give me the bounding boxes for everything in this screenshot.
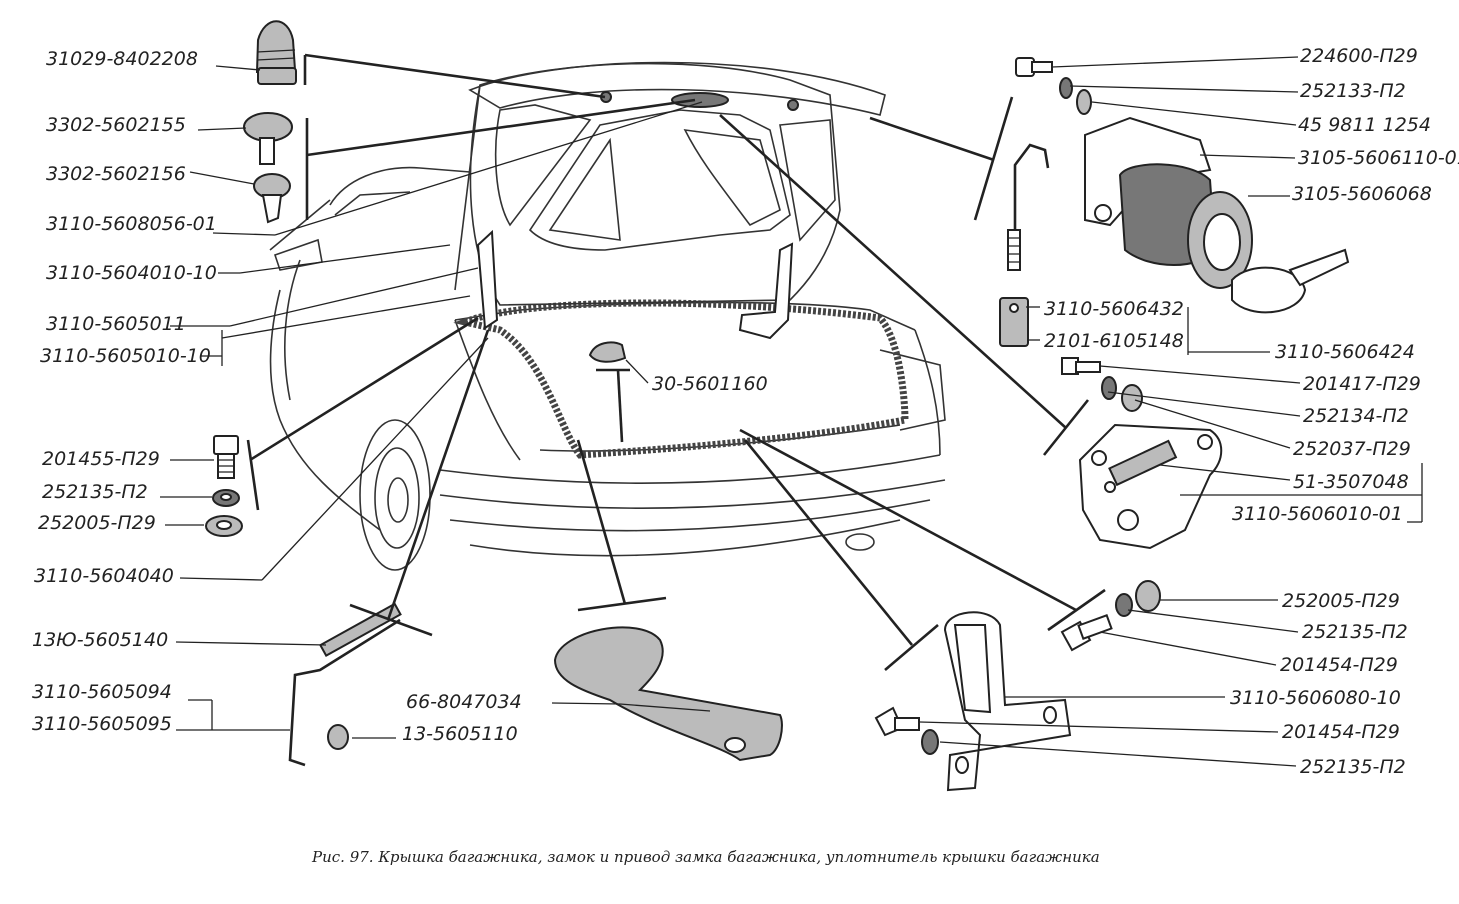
trunk-hinges	[476, 229, 794, 340]
label-3110-5605010-10: 3110-5605010-10	[40, 345, 211, 367]
label-3110-5608056-01: 3110-5608056-01	[46, 213, 217, 235]
label-31029-8402208: 31029-8402208	[46, 48, 198, 70]
washer-part-left	[212, 489, 240, 507]
label-252134-p2: 252134-П2	[1303, 405, 1409, 427]
label-201454-p29-1: 201454-П29	[1280, 654, 1398, 676]
label-3302-5602156: 3302-5602156	[46, 163, 186, 185]
handle-part	[553, 626, 783, 762]
screw-part-top	[1015, 57, 1053, 77]
label-3110-5605094: 3110-5605094	[32, 681, 172, 703]
striker-bolt-upper	[1060, 580, 1161, 652]
latch-part	[1078, 423, 1223, 550]
label-3110-5606010-01: 3110-5606010-01	[1232, 503, 1403, 525]
cap-part	[243, 112, 293, 165]
label-3110-5606432: 3110-5606432	[1044, 298, 1184, 320]
bolt-part-right	[1061, 357, 1143, 412]
washer-part-left-2	[205, 515, 243, 537]
label-3110-5606424: 3110-5606424	[1275, 341, 1415, 363]
label-45-9811-1254: 45 9811 1254	[1298, 114, 1431, 136]
label-3302-5602155: 3302-5602155	[46, 114, 186, 136]
label-252135-p2-right-1: 252135-П2	[1302, 621, 1408, 643]
part-labels: 31029-8402208 3302-5602155 3302-5602156 …	[32, 45, 1459, 778]
label-3105-5606110-01: 3105-5606110-01	[1298, 147, 1459, 169]
label-252037-p29: 252037-П29	[1293, 438, 1411, 460]
label-252135-p2-right-2: 252135-П2	[1300, 756, 1406, 778]
lock-cylinder-part	[1084, 116, 1350, 314]
label-252135-p2-left: 252135-П2	[42, 481, 148, 503]
label-3110-5604040: 3110-5604040	[34, 565, 174, 587]
label-224600-p29: 224600-П29	[1300, 45, 1418, 67]
grommet-part	[327, 724, 349, 750]
label-2101-6105148: 2101-6105148	[1044, 330, 1184, 352]
label-13-5605110: 13-5605110	[402, 723, 518, 745]
figure-caption: Рис. 97. Крышка багажника, замок и приво…	[311, 848, 1100, 866]
label-252005-p29-right: 252005-П29	[1282, 590, 1400, 612]
label-3110-5605011: 3110-5605011	[46, 313, 186, 335]
washer-part-top	[1059, 77, 1092, 115]
rubber-buffer-part	[255, 20, 297, 85]
trunk-lid	[454, 61, 886, 306]
bolt-part-left	[213, 435, 239, 479]
lock-rod-part	[999, 143, 1050, 347]
label-3110-5606080-10: 3110-5606080-10	[1230, 687, 1401, 709]
label-30-5601160: 30-5601160	[652, 373, 768, 395]
leader-lines	[160, 53, 1423, 767]
label-13yu-5605140: 13Ю-5605140	[32, 629, 168, 651]
bushing-part	[588, 341, 627, 363]
label-66-8047034: 66-8047034	[406, 691, 522, 713]
label-3110-5605095: 3110-5605095	[32, 713, 172, 735]
striker-bolt-lower	[874, 706, 939, 755]
striker-part	[943, 611, 1072, 792]
label-201417-p29: 201417-П29	[1303, 373, 1421, 395]
label-252133-p2: 252133-П2	[1300, 80, 1406, 102]
label-51-3507048: 51-3507048	[1293, 471, 1409, 493]
label-3110-5604010-10: 3110-5604010-10	[46, 262, 217, 284]
label-252005-p29-left: 252005-П29	[38, 512, 156, 534]
label-201454-p29-2: 201454-П29	[1282, 721, 1400, 743]
label-201455-p29: 201455-П29	[42, 448, 160, 470]
clip-part	[253, 173, 291, 224]
label-3105-5606068: 3105-5606068	[1292, 183, 1432, 205]
